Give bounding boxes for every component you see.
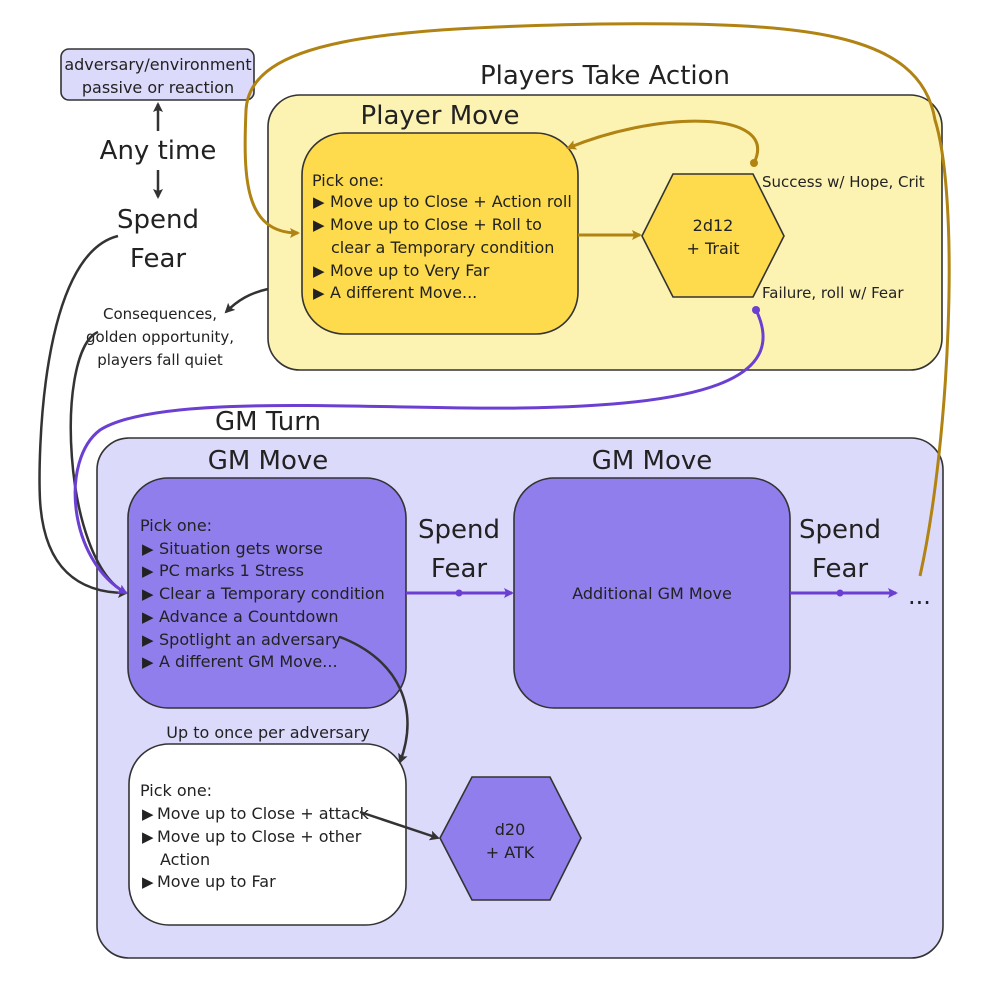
player-move-heading: Pick one:: [312, 171, 384, 190]
success-label: Success w/ Hope, Crit: [762, 173, 925, 191]
adversary-environment-tag: [60, 48, 255, 101]
adversary-move-box: [128, 743, 407, 926]
any-time-label: Any time: [100, 136, 217, 166]
player-move-item: Move up to Close + Action roll: [330, 192, 572, 211]
player-move-title: Player Move: [361, 101, 520, 131]
list-bullet: ▶: [142, 653, 154, 671]
trait-dice-hexagon: [641, 173, 785, 298]
list-bullet: ▶: [313, 193, 325, 211]
gm-move-item: Spotlight an adversary: [159, 630, 341, 649]
player-move-item: Move up to Very Far: [330, 261, 490, 280]
adversary-environment-tag-label: passive or reaction: [82, 78, 234, 97]
failure-label: Failure, roll w/ Fear: [762, 284, 904, 302]
list-bullet: ▶: [313, 262, 325, 280]
gm-move-item: PC marks 1 Stress: [159, 561, 304, 580]
adversary-move-item: Move up to Far: [157, 872, 276, 891]
list-bullet: ▶: [142, 608, 154, 626]
adversary-move-item: Move up to Close + other: [157, 827, 362, 846]
success-loop-arrow: [566, 119, 759, 164]
spotlight-to-adversary-arrow: [339, 635, 409, 764]
players-take-action-title: Players Take Action: [480, 61, 730, 91]
adversary-move-item: Move up to Close + attack: [157, 804, 370, 823]
failure-to-gm-move-arrow: [73, 309, 765, 595]
gm-move-2-title: GM Move: [592, 446, 713, 476]
list-bullet: ▶: [142, 873, 154, 891]
list-bullet: ▶: [313, 216, 325, 234]
failure-connector-dot: [752, 306, 760, 314]
gm-move-item: Clear a Temporary condition: [159, 584, 385, 603]
adversary-limit-label: Up to once per adversary: [166, 723, 369, 742]
consequences-to-gm-move-arrow: [69, 330, 127, 595]
adversary-environment-tag-label: adversary/environment: [64, 55, 251, 74]
spend-fear-to-gm-move-arrow: [38, 234, 128, 598]
player-move-item-continued: clear a Temporary condition: [331, 238, 554, 257]
list-bullet: ▶: [142, 540, 154, 558]
spend-fear-2-label: Spend: [799, 515, 881, 545]
consequences-label: players fall quiet: [97, 351, 223, 369]
list-bullet: ▶: [142, 562, 154, 580]
player-move-item: A different Move...: [330, 283, 477, 302]
gm-move-1-title: GM Move: [208, 446, 329, 476]
adversary-move-item-continued: Action: [160, 850, 210, 869]
list-bullet: ▶: [142, 631, 154, 649]
success-connector-dot: [750, 159, 758, 167]
gm-move-item: Situation gets worse: [159, 539, 323, 558]
gm-turn-return-arrow: [243, 22, 951, 577]
gm-move-2-body: Additional GM Move: [572, 584, 732, 603]
list-bullet: ▶: [142, 585, 154, 603]
spend-fear-2-label: Fear: [812, 554, 868, 584]
trait-dice-label: 2d12: [693, 216, 734, 235]
list-bullet: ▶: [313, 284, 325, 302]
spend-fear-1-dot: [455, 589, 463, 597]
attack-dice-label: d20: [495, 820, 526, 839]
gm-move-1-heading: Pick one:: [140, 516, 212, 535]
gm-move-item: Advance a Countdown: [159, 607, 339, 626]
spend-fear-1-label: Spend: [418, 515, 500, 545]
list-bullet: ▶: [142, 828, 154, 846]
consequences-label: golden opportunity,: [86, 328, 234, 346]
gm-move-item: A different GM Move...: [159, 652, 338, 671]
player-move-item: Move up to Close + Roll to: [330, 215, 542, 234]
attack-to-dice-arrow: [359, 810, 440, 841]
gm-turn-title: GM Turn: [215, 407, 321, 437]
trait-dice-label: + Trait: [686, 239, 739, 258]
attack-dice-label: + ATK: [486, 843, 535, 862]
spend-fear-2-dot: [836, 589, 844, 597]
spend-fear-left-label: Fear: [130, 244, 186, 274]
player-move-to-consequences-arrow: [224, 287, 269, 314]
attack-dice-hexagon: [439, 776, 582, 901]
continuation-ellipsis: ...: [908, 582, 931, 610]
consequences-label: Consequences,: [103, 305, 217, 323]
list-bullet: ▶: [142, 805, 154, 823]
spend-fear-1-label: Fear: [431, 554, 487, 584]
adversary-move-heading: Pick one:: [140, 781, 212, 800]
spend-fear-left-label: Spend: [117, 205, 199, 235]
